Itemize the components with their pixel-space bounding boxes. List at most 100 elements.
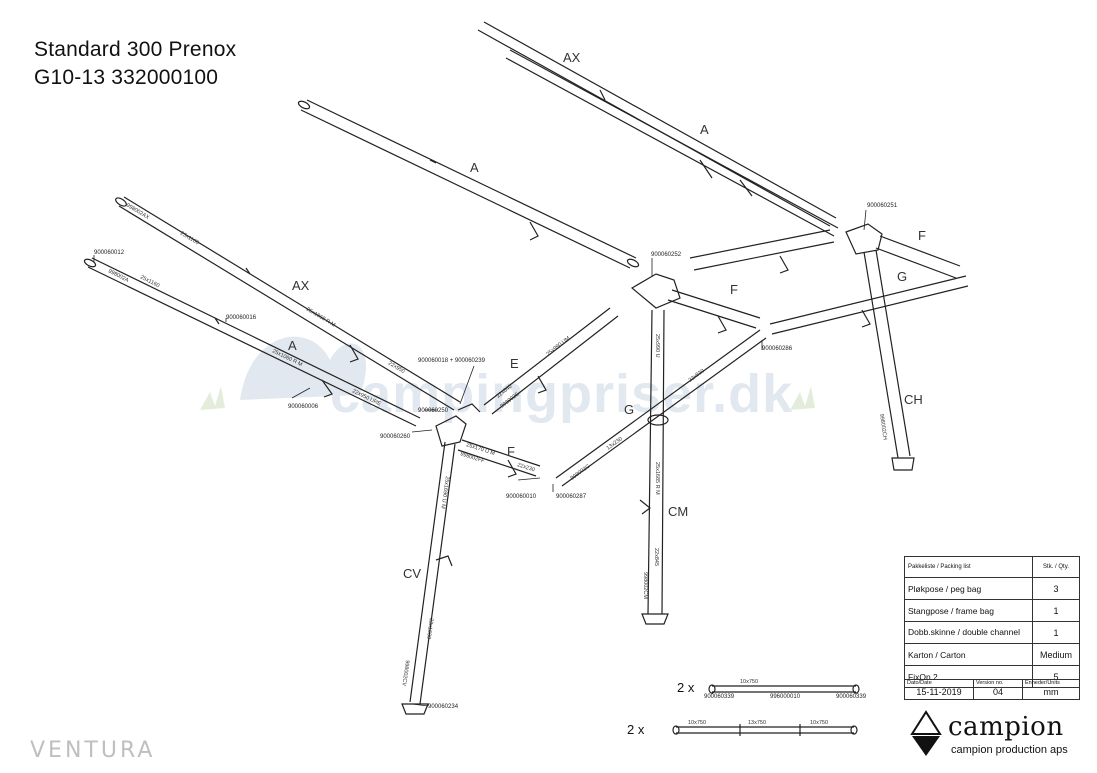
label-g-center: G	[624, 402, 634, 417]
campion-wordmark: campion	[948, 712, 1064, 742]
packing-item: Dobb.skinne / double channel	[904, 621, 1033, 644]
tube-text: 25x1690 U M	[439, 476, 450, 510]
pole-a-top	[505, 49, 839, 237]
part-number: 900060251	[867, 203, 898, 209]
tube-text: 25x990 U	[654, 334, 660, 358]
label-a-top: A	[700, 122, 709, 137]
tube-text: 25x1160	[139, 274, 160, 289]
units-value: mm	[1043, 687, 1059, 697]
packing-footer-table: Dato/Date 15-11-2019 Version no. 04 Enhe…	[904, 679, 1080, 700]
title-line-2: G10-13 332000100	[34, 66, 219, 89]
units-label: Enheder/Units	[1025, 680, 1060, 686]
pole-f-right	[875, 235, 961, 279]
version-label: Version no.	[976, 680, 1004, 686]
packing-qty: 1	[1032, 621, 1080, 644]
version-value: 04	[992, 687, 1003, 697]
packing-qty: 1	[1032, 599, 1080, 622]
tube-text: 998002CH	[878, 413, 888, 440]
packing-list-table: Pakkeliste / Packing list Stk. / Qty. Pl…	[904, 556, 1080, 688]
pole-drawing	[83, 21, 969, 736]
pole-cv	[409, 441, 456, 705]
multiplier-rod-2: 2 x	[627, 722, 645, 737]
watermark-text: campingpriser.dk	[330, 364, 793, 424]
packing-item: Karton / Carton	[904, 643, 1033, 666]
tube-text: 998002CM	[642, 572, 648, 599]
packing-qty: 3	[1032, 577, 1080, 600]
tube-texts: 25x1160 25x1160 998002AX 998002A 25x1060…	[107, 203, 888, 726]
part-number: 996000010	[770, 694, 801, 700]
part-number: 900060260	[380, 434, 411, 440]
packing-list-header: Pakkeliste / Packing list	[904, 556, 1033, 578]
pole-cm	[647, 309, 665, 615]
campion-logo-icon	[910, 710, 942, 756]
ventura-logo: VENTURA	[30, 738, 156, 763]
packing-row: Karton / Carton Medium	[904, 643, 1080, 666]
date-cell: Dato/Date 15-11-2019	[904, 679, 974, 700]
pole-a-left	[87, 257, 421, 427]
label-f-mid: F	[730, 282, 738, 297]
tube-text: 25x1685 R M	[654, 462, 660, 495]
label-f-right: F	[918, 228, 926, 243]
tube-text: 25x990 UM	[546, 335, 572, 357]
pole-f-left	[457, 439, 541, 477]
part-number: 900060016	[226, 315, 257, 321]
pole-f-mid	[667, 289, 761, 329]
rod-2	[676, 726, 854, 734]
part-number: 900060286	[762, 346, 793, 352]
tube-text: 22x1690	[425, 618, 434, 640]
label-ax-top: AX	[563, 50, 581, 65]
part-number: 900060287	[556, 494, 587, 500]
part-number: 900060339	[836, 694, 867, 700]
date-value: 15-11-2019	[916, 687, 962, 697]
label-ch: CH	[904, 392, 923, 407]
label-cv: CV	[403, 566, 421, 581]
packing-item: Stangpose / frame bag	[904, 599, 1033, 622]
tube-text: 22x230	[516, 462, 535, 473]
part-numbers: 900060251 900060252 900060286 900060012 …	[94, 203, 898, 710]
pole-a-mid	[300, 99, 637, 269]
pole-g-right	[769, 275, 969, 335]
pole-ch	[863, 249, 911, 459]
tube-text: 13x750	[748, 720, 766, 726]
tube-text: 22x845	[653, 548, 659, 566]
pole-ax-top	[477, 21, 837, 227]
joint-center	[630, 273, 681, 309]
part-number: 900060234	[428, 704, 459, 710]
watermark-tent-icon	[240, 336, 367, 400]
watermark-grass-icon	[200, 386, 225, 410]
tube-text: 10x750	[740, 679, 758, 685]
packing-item: Pløkpose / peg bag	[904, 577, 1033, 600]
label-a-mid: A	[470, 160, 479, 175]
label-a-left: A	[288, 338, 297, 353]
part-number: 900060018 + 900060239	[418, 358, 486, 364]
label-g-right: G	[897, 269, 907, 284]
version-cell: Version no. 04	[973, 679, 1023, 700]
part-number: 900060250	[418, 408, 449, 414]
foot-cv	[401, 703, 429, 715]
label-cm: CM	[668, 504, 688, 519]
tube-text: 998002CV	[400, 660, 410, 687]
tube-text: 10x750	[688, 720, 706, 726]
foot-ch	[891, 457, 915, 471]
units-cell: Enheder/Units mm	[1022, 679, 1080, 700]
label-f-left: F	[507, 444, 515, 459]
pole-ax-left	[118, 196, 461, 411]
packing-qty: Medium	[1032, 643, 1080, 666]
part-number: 900060339	[704, 694, 735, 700]
watermark: campingpriser.dk	[200, 336, 815, 424]
rod-1	[712, 685, 856, 693]
title-line-1: Standard 300 Prenox	[34, 38, 237, 61]
section-labels: AX A A AX A E F F F G G CH CM CV	[288, 50, 926, 581]
pole-e	[483, 307, 619, 415]
multiplier-rod-1: 2 x	[677, 680, 695, 695]
part-number: 900060252	[651, 252, 682, 258]
joint-left-corner	[435, 415, 467, 447]
pole-g-center	[555, 329, 767, 487]
packing-qty-header: Stk. / Qty.	[1032, 556, 1080, 578]
packing-row: Stangpose / frame bag 1	[904, 599, 1080, 622]
tube-text: 998002FF	[459, 451, 485, 465]
campion-subtitle: campion production aps	[951, 744, 1068, 756]
tube-text: 25x1060 R M	[305, 307, 336, 329]
